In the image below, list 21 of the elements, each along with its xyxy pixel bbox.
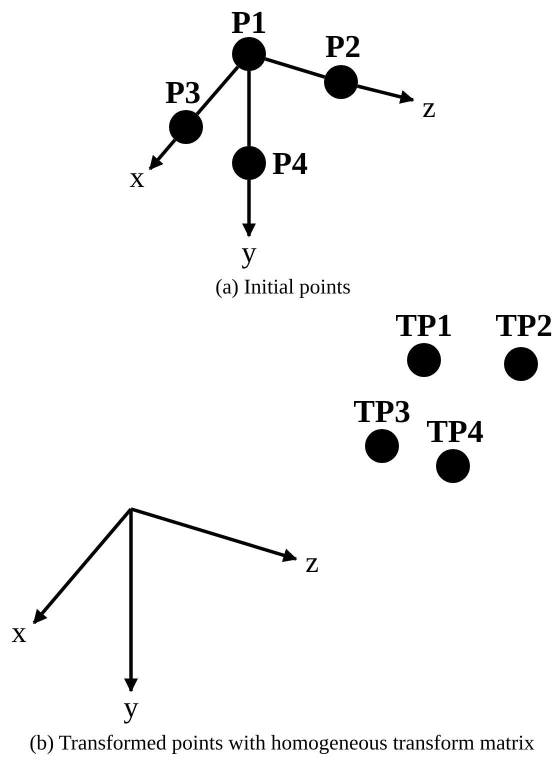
figure-caption: (a) Initial points (215, 276, 351, 298)
figure-caption: (b) Transformed points with homogeneous transform matrix (29, 732, 535, 754)
arrow (148, 138, 176, 170)
point-label: P3 (165, 76, 201, 108)
arrow (357, 84, 414, 104)
point-label: TP4 (426, 415, 484, 447)
connector-line (196, 66, 240, 116)
point-label: TP1 (396, 309, 452, 341)
point-label: P1 (231, 6, 267, 38)
connector-line (264, 57, 326, 79)
axis-label: z (305, 548, 319, 578)
axis-label: z (422, 93, 436, 123)
point-label: TP3 (354, 395, 410, 427)
axis-label: y (124, 693, 138, 723)
axis-label: x (130, 163, 144, 193)
axis-label: y (242, 238, 256, 268)
point-label: P2 (325, 30, 361, 62)
point-label: TP2 (496, 309, 552, 341)
axis-label: x (12, 618, 26, 648)
point-label: P4 (272, 147, 308, 179)
arrow (242, 180, 256, 238)
